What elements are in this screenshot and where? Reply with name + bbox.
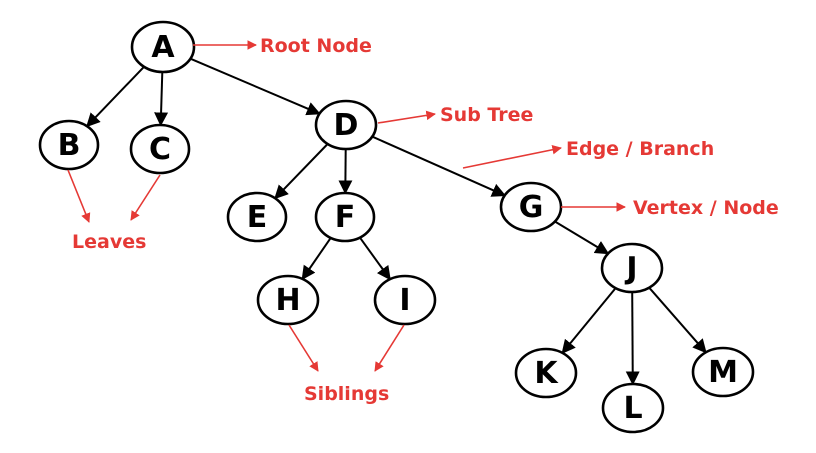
edge-f-h: [301, 237, 332, 281]
node-g-label: G: [519, 190, 544, 225]
edge-g-j: [554, 220, 610, 255]
node-k: K: [514, 347, 578, 399]
node-e-circle: [226, 191, 288, 243]
edge-a-b: [86, 66, 145, 128]
edge-a-c: [154, 71, 169, 127]
node-m-circle: [691, 346, 755, 398]
sub-tree-pointer: [377, 110, 436, 124]
node-e-label: E: [247, 200, 268, 235]
node-j-label: J: [624, 251, 637, 286]
node-b: B: [38, 119, 100, 171]
node-m-label: M: [708, 355, 738, 390]
nodes-layer: A B C D E F G H I J K L M: [38, 20, 755, 434]
node-c-circle: [129, 123, 191, 175]
node-d-label: D: [334, 108, 359, 143]
edge-branch-label: Edge / Branch: [566, 138, 714, 160]
edge-j-l: [625, 291, 640, 386]
edges-layer: [86, 57, 707, 386]
node-a-circle: [130, 20, 196, 74]
edge-a-d: [190, 57, 321, 116]
siblings-label: Siblings: [304, 383, 389, 405]
node-l: L: [601, 382, 665, 434]
edge-j-k: [561, 287, 617, 354]
node-k-circle: [514, 347, 578, 399]
node-l-circle: [601, 382, 665, 434]
node-k-label: K: [534, 356, 559, 391]
node-e: E: [226, 191, 288, 243]
node-l-label: L: [623, 391, 642, 426]
vertex-node-label: Vertex / Node: [633, 197, 779, 219]
edge-d-e: [274, 143, 329, 200]
node-i: I: [373, 274, 437, 326]
leaves-pointer-right: [130, 174, 161, 221]
node-a: A: [130, 20, 196, 74]
edge-j-m: [648, 287, 707, 354]
node-c: C: [129, 123, 191, 175]
edge-f-i: [359, 237, 391, 281]
node-d: D: [314, 99, 378, 151]
node-a-label: A: [151, 30, 175, 65]
leaves-pointer-left: [67, 169, 91, 223]
node-b-circle: [38, 119, 100, 171]
node-i-circle: [373, 274, 437, 326]
leaves-label: Leaves: [72, 231, 146, 253]
edge-d-g: [371, 135, 507, 197]
siblings-pointer-left: [288, 324, 319, 372]
node-f-label: F: [335, 200, 356, 235]
node-f-circle: [314, 191, 376, 243]
sub-tree-label: Sub Tree: [440, 104, 533, 126]
node-m: M: [691, 346, 755, 398]
node-f: F: [314, 191, 376, 243]
root-node-label: Root Node: [260, 35, 372, 57]
edge-branch-pointer: [462, 145, 562, 169]
annotations-layer: Root Node Sub Tree Edge / Branch Vertex …: [67, 35, 779, 405]
node-j-circle: [600, 242, 664, 294]
node-h-label: H: [275, 283, 300, 318]
siblings-pointer-right: [374, 324, 405, 372]
node-c-label: C: [149, 132, 171, 167]
node-b-label: B: [58, 128, 81, 163]
node-h: H: [256, 274, 320, 326]
node-i-label: I: [399, 283, 410, 318]
node-j: J: [600, 242, 664, 294]
node-g: G: [499, 181, 563, 233]
node-d-circle: [314, 99, 378, 151]
node-h-circle: [256, 274, 320, 326]
